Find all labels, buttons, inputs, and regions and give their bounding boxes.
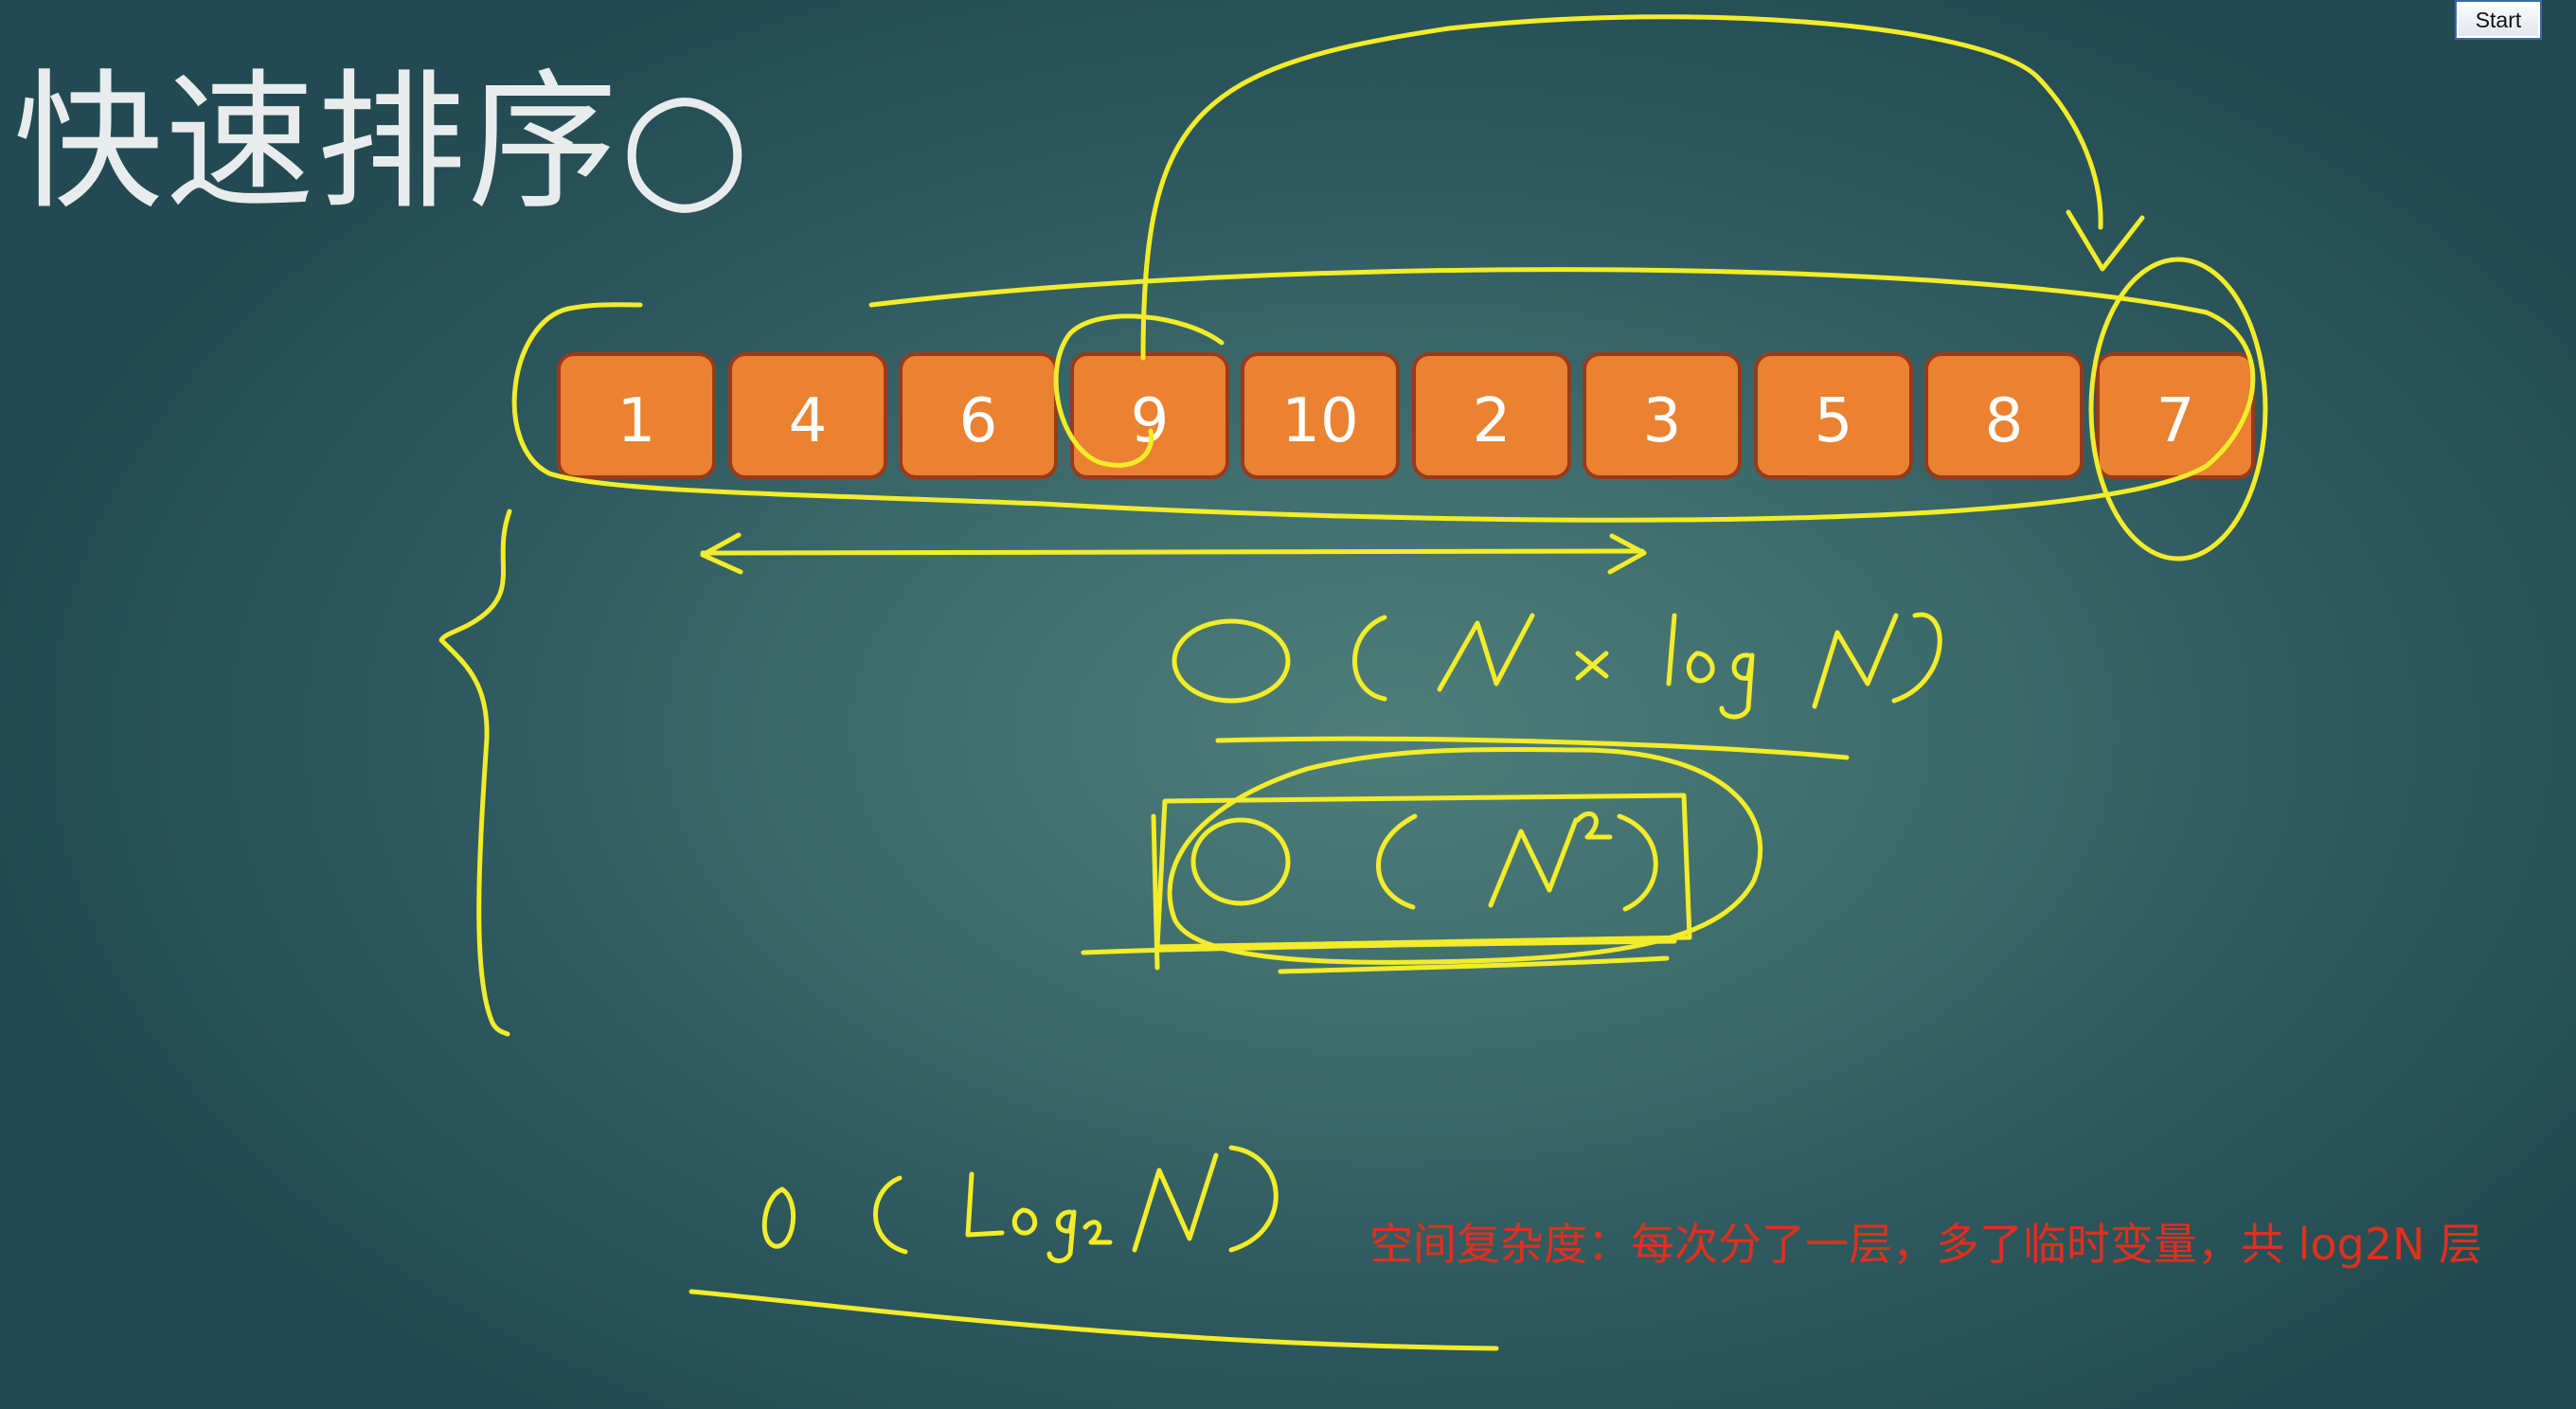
time-underline [1215,736,1850,760]
slide-title: 快速排序○ [13,56,752,230]
start-button[interactable]: Start [2455,0,2542,40]
worst-case-underline-a [1081,938,1677,955]
array-cell: 9 [1070,352,1229,479]
array-cell: 3 [1583,352,1742,479]
worst-case-ring [1167,746,1763,965]
space-complexity-note: 空间复杂度：每次分了一层，多了临时变量，共 log2N 层 [1369,1219,2483,1270]
worst-case-box [1154,793,1692,950]
move-arc [1140,14,2103,361]
worst-case-underline-b [1278,955,1670,974]
array-cell: 2 [1412,352,1571,479]
array-cell: 8 [1924,352,2084,479]
array-cell: 7 [2096,352,2255,479]
move-arrowhead [2066,209,2145,272]
space-underline [689,1289,1499,1351]
array-cell: 4 [728,352,887,479]
array-cell: 10 [1241,352,1400,479]
worst-case-text [1190,812,1658,912]
recursion-brace [438,508,512,1037]
space-complexity-text [761,1145,1279,1263]
time-complexity-text [1172,612,1942,720]
worst-case-box-edge [1151,813,1160,971]
range-arrowhead-left [700,532,743,575]
range-arrowhead-right [1607,533,1647,575]
range-arrow [700,548,1645,556]
array-cell: 6 [899,352,1058,479]
array-cell: 5 [1754,352,1913,479]
array-cell: 1 [557,352,716,479]
